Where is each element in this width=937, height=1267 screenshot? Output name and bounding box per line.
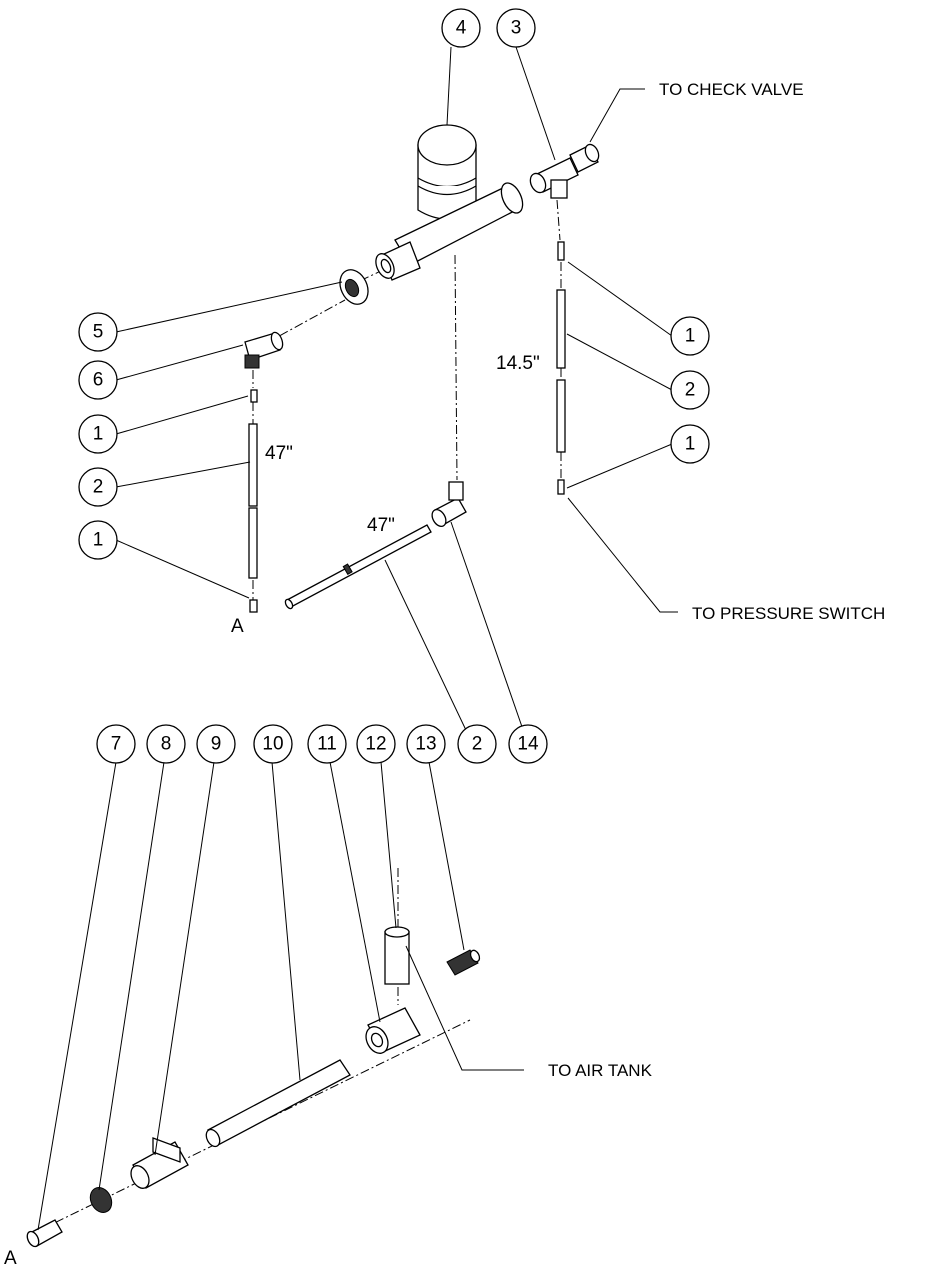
connection-marker-a-bottom: A (4, 1248, 17, 1267)
balloon-6: 6 (78, 360, 118, 400)
balloon-13: 13 (406, 724, 446, 764)
left-tube-assembly (248, 389, 258, 613)
svg-text:12: 12 (365, 734, 386, 755)
dimension-right-tube: 14.5" (496, 353, 540, 374)
svg-text:1: 1 (685, 434, 696, 455)
leader-lines (37, 46, 678, 1231)
svg-text:2: 2 (93, 477, 104, 498)
balloon-2-right: 2 (670, 370, 710, 410)
svg-text:10: 10 (262, 734, 283, 755)
svg-text:1: 1 (93, 424, 104, 445)
balloon-1-left-top: 1 (78, 414, 118, 454)
svg-text:11: 11 (317, 734, 337, 755)
svg-text:1: 1 (685, 326, 696, 347)
svg-text:7: 7 (111, 734, 122, 755)
svg-text:9: 9 (211, 734, 222, 755)
balloon-3: 3 (496, 8, 536, 48)
dimension-left-tube: 47" (265, 443, 293, 464)
svg-text:14: 14 (517, 734, 539, 755)
svg-text:1: 1 (93, 530, 104, 551)
check-valve-tee (529, 143, 600, 199)
svg-text:3: 3 (511, 18, 522, 39)
connection-marker-a-top: A (231, 616, 244, 637)
dimension-middle-tube: 47" (367, 515, 395, 536)
balloon-2-mid: 2 (457, 724, 497, 764)
balloon-1-right-top: 1 (670, 316, 710, 356)
balloon-1-right-bottom: 1 (670, 424, 710, 464)
lower-assembly (26, 926, 481, 1248)
middle-tube-assembly (284, 481, 467, 610)
callout-to-check-valve: TO CHECK VALVE (659, 80, 804, 99)
callout-to-pressure-switch: TO PRESSURE SWITCH (692, 604, 885, 623)
balloon-2-left: 2 (78, 467, 118, 507)
balloon-14: 14 (508, 724, 548, 764)
svg-text:2: 2 (472, 734, 483, 755)
balloon-8: 8 (146, 724, 186, 764)
balloon-1-left-bottom: 1 (78, 520, 118, 560)
svg-text:8: 8 (161, 734, 172, 755)
balloon-12: 12 (356, 724, 396, 764)
center-lines (39, 169, 576, 1231)
svg-text:2: 2 (685, 380, 696, 401)
hex-nut-part-5 (339, 269, 369, 305)
svg-text:5: 5 (93, 322, 104, 343)
callout-to-air-tank: TO AIR TANK (548, 1061, 653, 1080)
elbow-fitting-part-6 (244, 331, 284, 369)
svg-text:6: 6 (93, 370, 104, 391)
svg-text:13: 13 (415, 734, 436, 755)
balloon-7: 7 (96, 724, 136, 764)
filter-assembly (375, 124, 524, 281)
balloon-4: 4 (441, 8, 481, 48)
right-tube-assembly (556, 241, 566, 495)
balloon-9: 9 (196, 724, 236, 764)
balloon-10: 10 (253, 724, 293, 764)
balloon-5: 5 (78, 312, 118, 352)
balloon-11: 11 (307, 724, 347, 764)
svg-text:4: 4 (456, 18, 467, 39)
